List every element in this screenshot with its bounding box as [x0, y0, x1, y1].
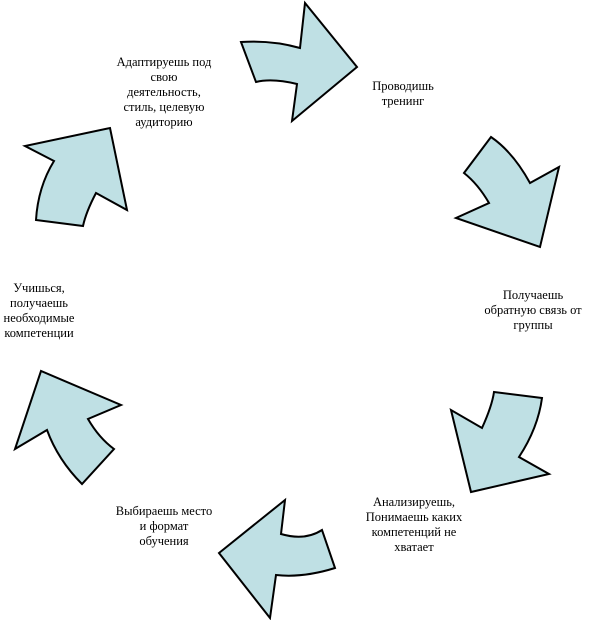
cycle-arrow-2: [453, 135, 561, 249]
cycle-arrow-4: [217, 497, 337, 620]
cycle-arrow-5: [13, 369, 124, 486]
step-label-adapt: Адаптируешь под свою деятельность, стиль…: [116, 55, 212, 129]
step-label-get-feedback: Получаешь обратную связь от группы: [484, 288, 582, 332]
cycle-arrow-3: [449, 390, 552, 494]
cycle-arrow-6: [22, 126, 129, 228]
step-label-analyze: Анализируешь, Понимаешь каких компетенци…: [365, 495, 463, 554]
cycle-arrow-1: [239, 0, 359, 124]
step-label-conduct-training: Проводишь тренинг: [372, 79, 434, 108]
step-label-choose-format: Выбираешь место и формат обучения: [115, 504, 213, 548]
step-label-learn: Учишься, получаешь необходимые компетенц…: [3, 281, 75, 340]
